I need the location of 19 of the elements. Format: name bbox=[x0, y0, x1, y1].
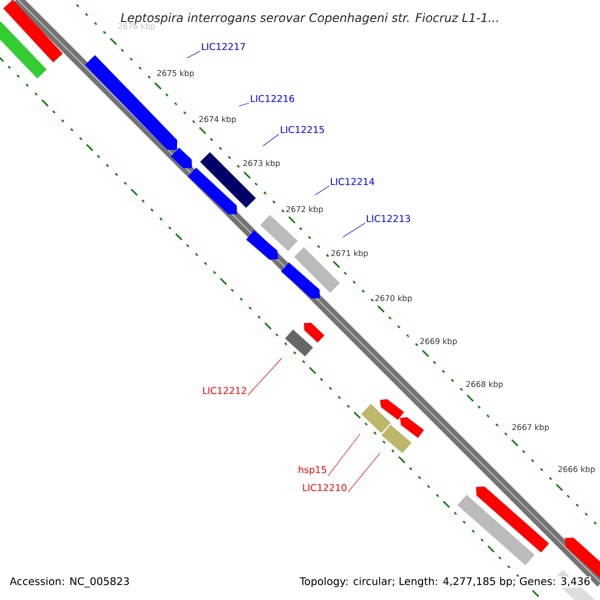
gene-label: LIC12215 bbox=[280, 126, 324, 134]
leader-line bbox=[262, 134, 280, 146]
footer-text: Accession: NC_005823 bbox=[10, 577, 129, 588]
leader-line bbox=[348, 452, 380, 492]
leader-line bbox=[328, 434, 360, 476]
gene-label: LIC12210 bbox=[303, 484, 346, 492]
gene-label: LIC12213 bbox=[366, 214, 410, 222]
gene-label: LIC12212 bbox=[203, 386, 246, 394]
gene-label: hsp15 bbox=[298, 466, 326, 475]
leader-line bbox=[314, 186, 330, 196]
leader-line bbox=[238, 102, 250, 106]
gene-label: LIC12214 bbox=[330, 178, 374, 186]
footer-text: Topology: circular; Length: 4,277,185 bp; Genes: 3,436 bbox=[299, 576, 591, 588]
gene-label: LIC12216 bbox=[250, 94, 294, 102]
title: Leptospira interrogans serovar Copenhageni str. Fiocruz L1-1... bbox=[120, 12, 498, 24]
leader-line bbox=[248, 358, 282, 396]
leader-line bbox=[342, 222, 366, 238]
leader-line bbox=[186, 50, 200, 58]
gene-label: LIC12217 bbox=[202, 42, 245, 50]
